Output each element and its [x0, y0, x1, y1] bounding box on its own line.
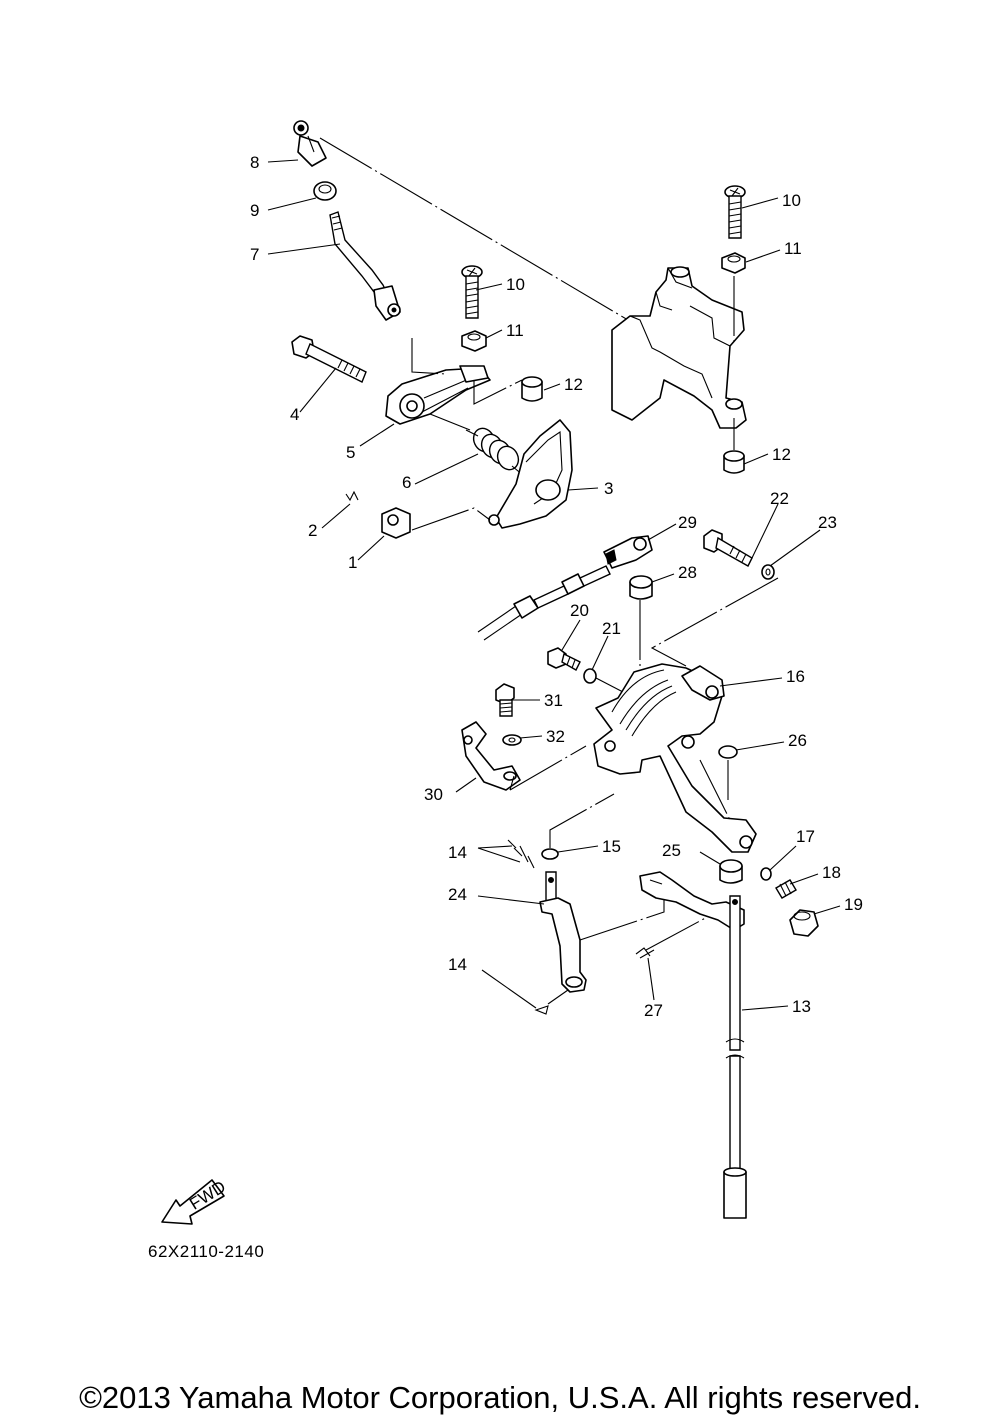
part-18-spring — [775, 879, 797, 899]
callout-27: 27 — [644, 1001, 663, 1020]
callout-labels: 8 9 7 10 11 10 11 12 4 5 12 6 3 22 2 29 … — [250, 153, 863, 1020]
diagram-code: 62X2110-2140 — [148, 1242, 265, 1261]
callout-28: 28 — [678, 563, 697, 582]
part-19-cap — [789, 909, 819, 937]
part-28-collar — [629, 575, 653, 600]
callout-14-lower: 14 — [448, 955, 467, 974]
part-29-cable-joint — [603, 535, 653, 569]
part-23-washer — [761, 564, 775, 580]
leader-lines — [267, 159, 841, 1011]
callout-16: 16 — [786, 667, 805, 686]
part-31-bolt — [495, 683, 515, 717]
callout-14-upper: 14 — [448, 843, 467, 862]
part-14-pin-lower — [534, 1005, 549, 1015]
callout-6: 6 — [402, 473, 411, 492]
callout-18: 18 — [822, 863, 841, 882]
part-10-screw-upper — [724, 185, 746, 239]
part-9-nut — [313, 181, 337, 201]
callout-5: 5 — [346, 443, 355, 462]
callout-26: 26 — [788, 731, 807, 750]
copyright-notice: ©2013 Yamaha Motor Corporation, U.S.A. A… — [79, 1380, 921, 1415]
bracket-assembly — [611, 266, 747, 429]
callout-20: 20 — [570, 601, 589, 620]
part-17-washer — [760, 867, 772, 881]
part-16-shift-lever — [593, 663, 757, 853]
callout-19: 19 — [844, 895, 863, 914]
part-6-spring — [465, 427, 525, 477]
callout-9: 9 — [250, 201, 259, 220]
part-12-bushing-right — [723, 450, 745, 474]
fwd-arrow-label: FWD — [186, 1177, 229, 1214]
callout-11-lower: 11 — [506, 321, 524, 340]
part-30-bracket — [461, 721, 521, 791]
part-12-bushing-left — [521, 376, 543, 402]
callout-29: 29 — [678, 513, 697, 532]
part-10-screw-lower — [461, 265, 483, 319]
callout-24: 24 — [448, 885, 467, 904]
fwd-direction-arrow: FWD — [161, 1177, 229, 1225]
part-3-cam-plate — [488, 419, 573, 529]
callout-12-left: 12 — [564, 375, 583, 394]
callout-7: 7 — [250, 245, 259, 264]
callout-11-upper: 11 — [784, 239, 802, 258]
callout-31: 31 — [544, 691, 563, 710]
callout-10-lower: 10 — [506, 275, 525, 294]
part-26-washer — [718, 745, 738, 759]
callout-8: 8 — [250, 153, 259, 172]
callout-23: 23 — [818, 513, 837, 532]
part-1-block — [381, 507, 411, 539]
part-20-bolt — [547, 647, 581, 671]
part-5-lever — [385, 365, 491, 425]
callout-30: 30 — [424, 785, 443, 804]
part-13-shift-rod — [723, 895, 747, 1219]
part-11-nut-lower — [461, 330, 487, 352]
callout-10-upper: 10 — [782, 191, 801, 210]
part-4-bolt — [291, 335, 367, 383]
part-11-nut-upper — [721, 252, 746, 274]
callout-25: 25 — [662, 841, 681, 860]
part-7-cable-link — [329, 211, 401, 321]
callout-22: 22 — [770, 489, 789, 508]
part-8-cable-end — [293, 120, 327, 167]
shift-cable — [477, 565, 611, 641]
callout-21: 21 — [602, 619, 621, 638]
part-15-washer — [541, 848, 559, 860]
callout-17: 17 — [796, 827, 815, 846]
shift-rod-bracket — [639, 871, 745, 931]
part-2-clip — [345, 490, 359, 502]
callout-13: 13 — [792, 997, 811, 1016]
part-24-shift-arm — [539, 871, 587, 993]
callout-15: 15 — [602, 837, 621, 856]
part-14-pins-upper — [507, 839, 535, 869]
part-25-collar — [719, 859, 743, 884]
part-21-washer — [583, 668, 597, 684]
callout-4: 4 — [290, 405, 299, 424]
callout-32: 32 — [546, 727, 565, 746]
callout-2: 2 — [308, 521, 317, 540]
callout-1: 1 — [348, 553, 357, 572]
callout-3: 3 — [604, 479, 613, 498]
callout-12-right: 12 — [772, 445, 791, 464]
part-32-washer — [502, 734, 522, 746]
part-27-pin — [635, 947, 655, 959]
part-22-bolt — [703, 529, 753, 567]
